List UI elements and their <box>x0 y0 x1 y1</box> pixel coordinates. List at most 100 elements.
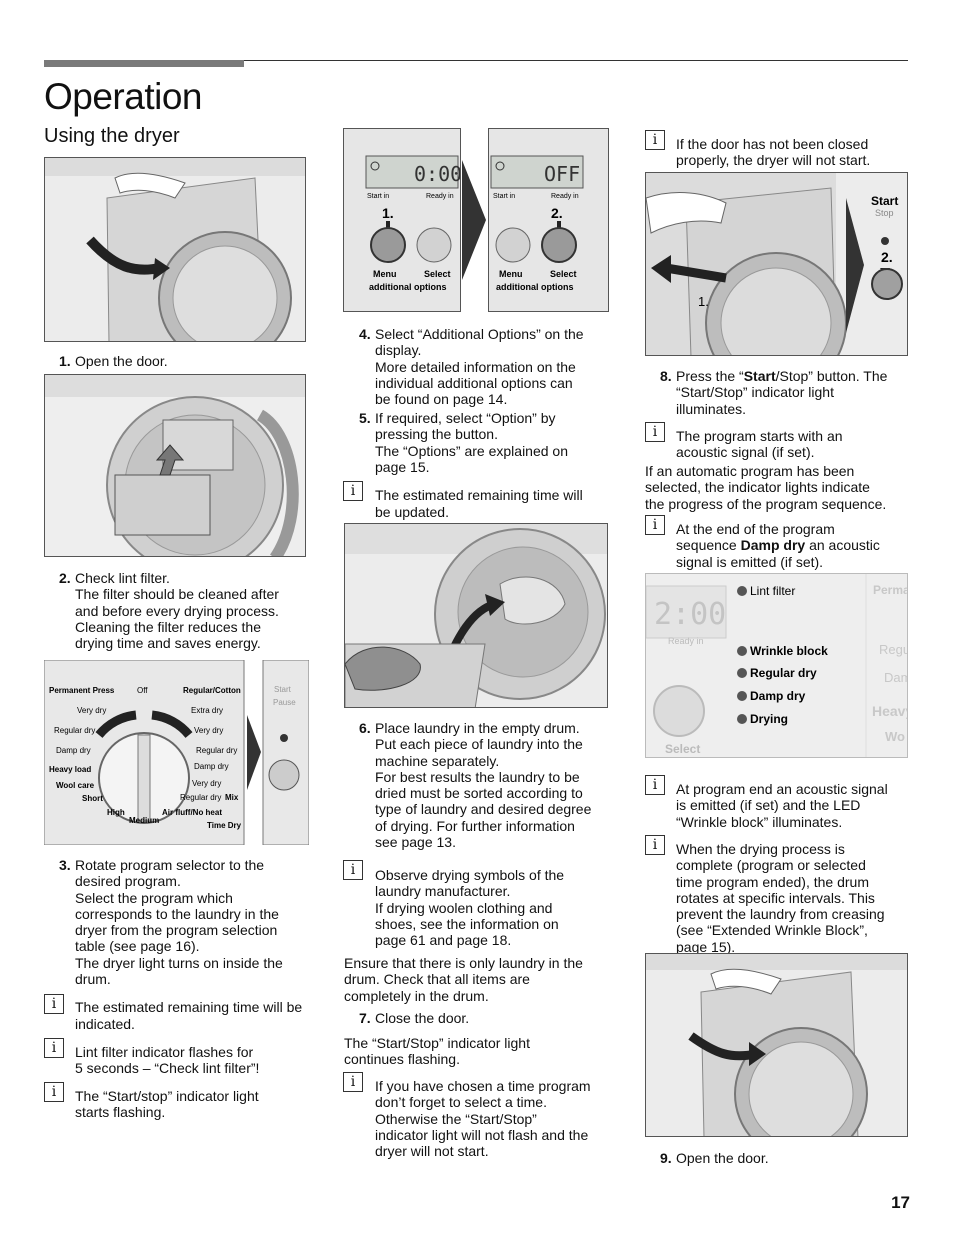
dial-label-very-dry-3: Very dry <box>192 779 221 788</box>
paragraph-check-drum: Ensure that there is only laundry in the… <box>344 955 583 1004</box>
time-readout: 2:00 <box>654 597 726 632</box>
display-readout: OFF <box>544 162 580 186</box>
close-door-start-illustration: 1. Start Stop 2. <box>645 172 908 356</box>
panel-label-start: Start <box>274 685 292 694</box>
caption-start-in: Start in <box>493 193 515 200</box>
dial-label-mix: Mix <box>225 793 239 802</box>
info-remaining-time: The estimated remaining time will be ind… <box>75 999 303 1032</box>
additional-options-label: additional options <box>496 282 574 292</box>
info-start-stop: The “Start/stop” indicator light starts … <box>75 1088 259 1121</box>
dial-label-heavy-load: Heavy load <box>49 765 91 774</box>
info-icon: i <box>645 515 665 535</box>
info-icon: i <box>645 835 665 855</box>
section-title: Using the dryer <box>44 125 180 147</box>
info-damp-dry: At the end of the program sequence Damp … <box>676 521 880 570</box>
indicator-wrinkle-block: Wrinkle block <box>750 644 828 658</box>
info-icon: i <box>343 1072 363 1092</box>
lint-filter-label: Lint filter <box>750 584 795 598</box>
indicator-drying: Drying <box>750 712 788 726</box>
dial-label-time-dry: Time Dry <box>207 821 242 830</box>
step-7: 7. Close the door. <box>359 1010 470 1026</box>
step-6: 6. Place laundry in the empty drum. Put … <box>359 720 592 851</box>
page-title: Operation <box>44 76 203 117</box>
step-marker: 1. <box>382 205 394 221</box>
paragraph-continues-flashing: The “Start/Stop” indicator light continu… <box>344 1035 530 1068</box>
lint-filter-illustration <box>44 374 306 557</box>
control-panel-step2: OFF Start in Ready in 2. Menu Select add… <box>488 128 609 312</box>
dial-label-damp-dry-2: Damp dry <box>194 762 229 771</box>
dial-label-regular-dry-2: Regular dry <box>196 746 237 755</box>
step-8: 8. Press the “Start/Stop” button. The “S… <box>660 368 888 417</box>
ready-in-caption: Ready in <box>668 636 704 646</box>
dial-label-high: High <box>107 808 125 817</box>
dial-label-regular-dry: Regular dry <box>54 726 95 735</box>
program-label-regu: Regu <box>879 642 908 657</box>
info-icon: i <box>44 994 64 1014</box>
control-panel-step1: 0:00 Start in Ready in 1. Menu Select ad… <box>343 128 461 312</box>
program-label-perma: Perma <box>873 583 908 597</box>
program-label-dam: Dam <box>884 670 908 685</box>
step-4: 4. Select “Additional Options” on the di… <box>359 326 584 408</box>
select-label: Select <box>550 269 577 279</box>
info-time-program: If you have chosen a time program don’t … <box>375 1078 591 1160</box>
step-marker: 2. <box>881 249 893 265</box>
step-2: 2. Check lint filter. The filter should … <box>59 570 279 652</box>
program-label-heavy: Heavy <box>872 703 908 719</box>
info-program-end: At program end an acoustic signal is emi… <box>676 781 888 830</box>
info-icon: i <box>343 860 363 880</box>
step-9: 9. Open the door. <box>660 1150 769 1166</box>
dial-label-off: Off <box>137 686 148 695</box>
step-5: 5. If required, select “Option” by press… <box>359 410 568 475</box>
info-updated-time: The estimated remaining time will be upd… <box>375 487 583 520</box>
select-label: Select <box>665 742 700 756</box>
indicator-display-illustration: 2:00 Ready in Lint filter Wrinkle block … <box>645 573 908 758</box>
dial-label-regular-cotton: Regular/Cotton <box>183 686 241 695</box>
info-lint-filter: Lint filter indicator flashes for 5 seco… <box>75 1044 260 1077</box>
caption-start-in: Start in <box>367 193 389 200</box>
dial-label-regular-dry-3: Regular dry <box>180 793 221 802</box>
dial-label-air-fluff: Air fluff/No heat <box>162 808 222 817</box>
dial-label-very-dry-2: Very dry <box>194 726 223 735</box>
dial-label-damp-dry: Damp dry <box>56 746 91 755</box>
dial-label-medium: Medium <box>129 816 159 825</box>
dial-label-wool-care: Wool care <box>56 781 95 790</box>
menu-label: Menu <box>373 269 397 279</box>
dial-label-extra-dry: Extra dry <box>191 706 223 715</box>
arrow-right-icon <box>462 160 486 280</box>
dial-label-very-dry: Very dry <box>77 706 106 715</box>
open-door-final-illustration <box>645 953 908 1137</box>
program-selector-illustration: Permanent Press Off Regular/Cotton Very … <box>44 660 309 845</box>
indicator-regular-dry: Regular dry <box>750 666 817 680</box>
menu-label: Menu <box>499 269 523 279</box>
info-icon: i <box>645 775 665 795</box>
program-label-wo: Wo <box>885 729 905 744</box>
step-1: 1. Open the door. <box>59 353 168 369</box>
caption-ready-in: Ready in <box>551 193 579 200</box>
dial-label-short: Short <box>82 794 103 803</box>
panel-label-pause: Pause <box>273 698 296 707</box>
step-marker: 2. <box>551 205 563 221</box>
additional-options-label: additional options <box>369 282 447 292</box>
info-door-not-closed: If the door has not been closed properly… <box>676 136 871 169</box>
paragraph-automatic-program: If an automatic program has been selecte… <box>645 463 887 512</box>
info-icon: i <box>645 130 665 150</box>
load-laundry-illustration <box>344 523 608 708</box>
info-icon: i <box>44 1082 64 1102</box>
start-label: Start <box>871 194 898 208</box>
info-icon: i <box>44 1038 64 1058</box>
info-acoustic-signal: The program starts with an acoustic sign… <box>676 428 843 461</box>
step-marker: 1. <box>698 294 709 309</box>
info-icon: i <box>343 481 363 501</box>
stop-label: Stop <box>875 208 894 218</box>
display-readout: 0:00 <box>414 162 461 186</box>
info-drying-symbols: Observe drying symbols of the laundry ma… <box>375 867 565 949</box>
header-rule-accent <box>44 60 244 67</box>
select-label: Select <box>424 269 451 279</box>
page-number: 17 <box>891 1193 910 1212</box>
caption-ready-in: Ready in <box>426 193 454 200</box>
step-3: 3. Rotate program selector to the desire… <box>59 857 283 988</box>
info-drying-complete: When the drying process is complete (pro… <box>676 841 885 955</box>
open-door-illustration <box>44 157 306 342</box>
indicator-damp-dry: Damp dry <box>750 689 806 703</box>
info-icon: i <box>645 422 665 442</box>
